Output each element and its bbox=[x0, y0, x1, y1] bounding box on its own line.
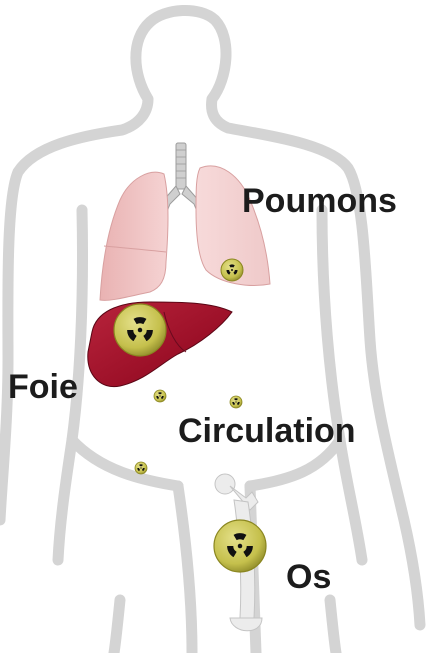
bone-label: Os bbox=[286, 560, 331, 594]
radiation-marker-liver bbox=[114, 304, 166, 356]
radiation-marker-circulation-2 bbox=[230, 396, 242, 408]
lungs-label: Poumons bbox=[242, 184, 397, 218]
radiation-marker-lung bbox=[221, 259, 243, 281]
radiation-marker-circulation-1 bbox=[154, 390, 166, 402]
left-lung bbox=[100, 172, 168, 300]
radiation-marker-bone bbox=[214, 520, 266, 572]
liver-label: Foie bbox=[8, 370, 78, 404]
circulation-label: Circulation bbox=[178, 414, 356, 448]
radiation-marker-circulation-3 bbox=[135, 462, 147, 474]
